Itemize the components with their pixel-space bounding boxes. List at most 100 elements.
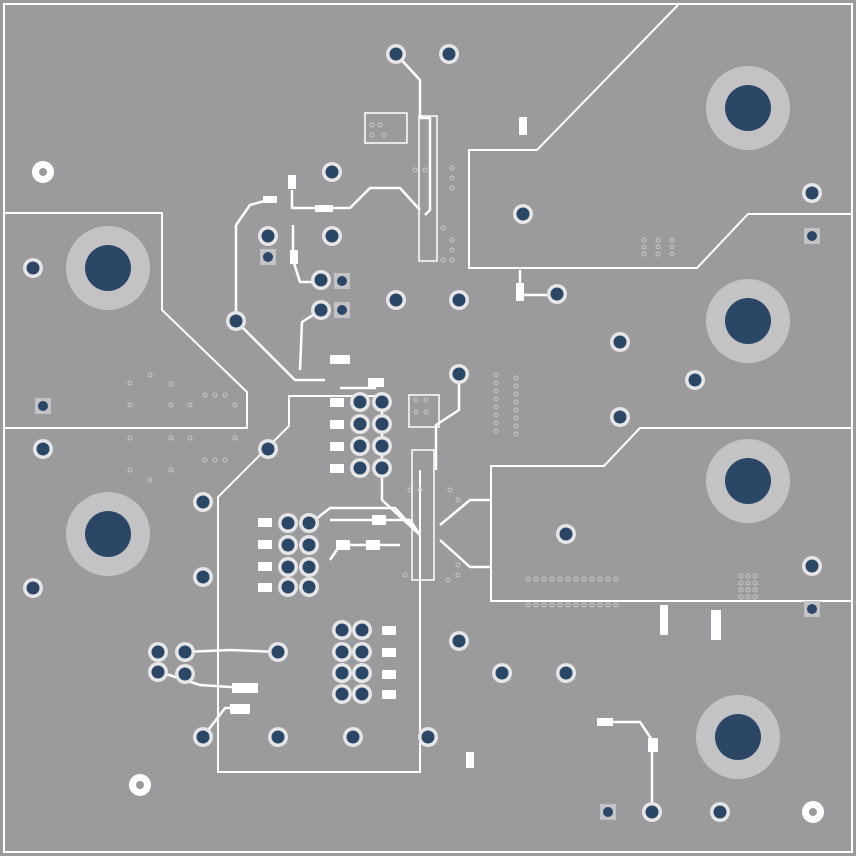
square-pad-icon (382, 670, 396, 679)
via-icon (597, 576, 603, 582)
via-icon (565, 602, 571, 608)
trace (439, 539, 491, 569)
plane-outline (468, 4, 851, 269)
via-drill (337, 276, 347, 286)
mounting-hole-drill (725, 85, 771, 131)
via-drill (178, 645, 192, 659)
via-drill (302, 538, 316, 552)
square-pad-icon (408, 394, 440, 428)
via-icon (605, 602, 611, 608)
via-icon (168, 402, 174, 408)
via-drill (353, 417, 367, 431)
via-icon (549, 576, 555, 582)
square-pad-icon (258, 518, 272, 527)
via-icon (127, 380, 133, 386)
via-icon (413, 397, 419, 403)
via-icon (168, 435, 174, 441)
via-drill (335, 687, 349, 701)
via-drill (452, 634, 466, 648)
smd-pads (230, 112, 721, 768)
mounting-hole-drill (725, 298, 771, 344)
via-drill (645, 805, 659, 819)
via-icon (449, 237, 455, 243)
via-icon (168, 381, 174, 387)
square-pad-icon (230, 704, 250, 714)
via-drill (151, 665, 165, 679)
via-icon (232, 402, 238, 408)
via-drill (603, 807, 613, 817)
trace (330, 518, 422, 536)
via-icon (752, 587, 758, 593)
square-pad-icon (288, 175, 296, 189)
via-icon (745, 573, 751, 579)
via-drill (314, 273, 328, 287)
via-drill (389, 293, 403, 307)
via-drill (314, 303, 328, 317)
square-pad-icon (597, 718, 613, 726)
via-icon (525, 602, 531, 608)
copper-plane-outlines (5, 4, 851, 773)
square-pad-icon (330, 355, 350, 364)
via-icon (417, 487, 423, 493)
via-icon (402, 572, 408, 578)
via-icon (422, 167, 428, 173)
via-icon (449, 185, 455, 191)
via-drill (807, 231, 817, 241)
via-icon (455, 572, 461, 578)
via-icon (212, 392, 218, 398)
via-drill (613, 410, 627, 424)
via-icon (232, 435, 238, 441)
via-icon (493, 412, 499, 418)
square-pad-icon (336, 540, 350, 550)
square-pad-icon (372, 515, 386, 525)
via-icon (641, 251, 647, 257)
square-pad-icon (466, 752, 474, 768)
via-icon (127, 467, 133, 473)
via-icon (222, 392, 228, 398)
via-icon (613, 576, 619, 582)
via-icon (513, 431, 519, 437)
square-pad-icon (258, 583, 272, 592)
via-icon (127, 402, 133, 408)
via-drill (26, 581, 40, 595)
mounting-hole-drill (725, 458, 771, 504)
via-icon (412, 167, 418, 173)
via-icon (493, 420, 499, 426)
via-icon (597, 602, 603, 608)
via-drill (389, 47, 403, 61)
via-icon (513, 391, 519, 397)
via-icon (493, 396, 499, 402)
via-icon (202, 392, 208, 398)
via-drill (337, 305, 347, 315)
through-vias (23, 44, 824, 823)
via-icon (525, 576, 531, 582)
square-pad-icon (382, 690, 396, 699)
via-icon (589, 576, 595, 582)
via-drill (151, 645, 165, 659)
via-icon (745, 594, 751, 600)
via-drill (375, 417, 389, 431)
square-pad-icon (516, 283, 524, 301)
via-icon (641, 244, 647, 250)
via-drill (421, 730, 435, 744)
square-pad-icon (263, 196, 277, 203)
via-icon (533, 576, 539, 582)
square-pad-icon (366, 540, 380, 550)
via-drill (271, 645, 285, 659)
via-icon (513, 423, 519, 429)
square-pad-icon (330, 442, 344, 451)
via-icon (573, 602, 579, 608)
via-icon (752, 573, 758, 579)
via-drill (281, 538, 295, 552)
square-pad-icon (364, 112, 408, 144)
square-pad-icon (519, 117, 527, 135)
square-pad-icon (711, 610, 721, 640)
via-icon (541, 576, 547, 582)
trace (184, 648, 279, 654)
via-drill (375, 395, 389, 409)
plane-outline (217, 425, 421, 773)
square-pad-icon (232, 683, 258, 693)
via-drill (261, 229, 275, 243)
via-icon (513, 383, 519, 389)
via-icon (455, 562, 461, 568)
